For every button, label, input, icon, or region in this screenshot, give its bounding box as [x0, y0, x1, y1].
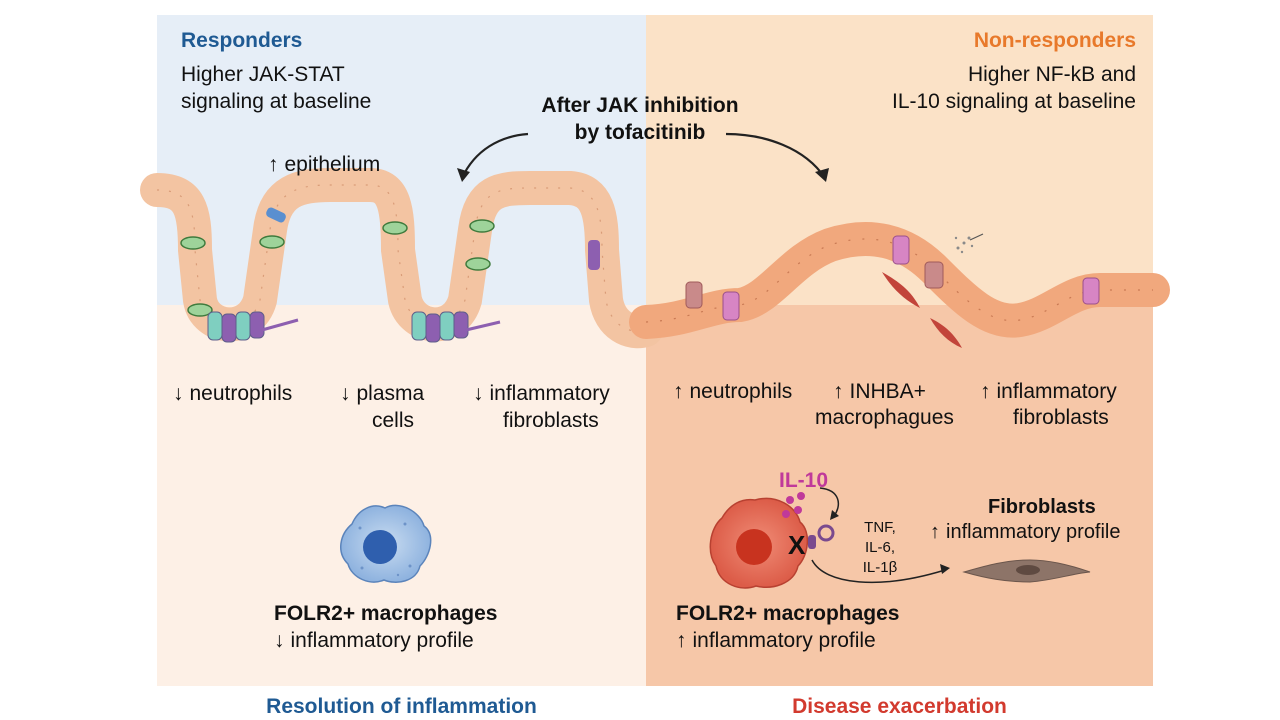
outcome-resolution: Resolution of inflammation	[266, 695, 537, 718]
nonresponders-title: Non-responders	[973, 29, 1136, 52]
left-curved-arrow	[461, 132, 529, 179]
nonresponders-baseline-line1: Higher NF-kB and	[967, 63, 1136, 86]
nonresponder-change-inhba-line1: INHBA+	[833, 378, 926, 405]
responders-panel-bottom	[157, 305, 646, 686]
cytokine-2: IL-6,	[864, 539, 895, 556]
treatment-line1: After JAK inhibition	[541, 94, 739, 117]
infiltrating-fibroblasts	[882, 272, 962, 348]
crypt-base-cells	[207, 311, 469, 343]
responder-change-plasma-line1: plasma	[340, 380, 425, 407]
folr2-macrophage-right	[709, 497, 835, 589]
right-curved-arrow	[725, 132, 826, 179]
responders-title: Responders	[181, 29, 303, 52]
responder-change-fibroblasts-line2: fibroblasts	[503, 409, 599, 432]
cytokine-1: TNF,	[864, 519, 896, 536]
nonresponder-change-fibroblasts-line1: inflammatory	[980, 378, 1117, 405]
responders-baseline-line2: signaling at baseline	[181, 90, 372, 113]
il10-dots	[782, 492, 805, 518]
nonresponders-baseline-line2: IL-10 signaling at baseline	[891, 90, 1136, 113]
intraepithelial-cell	[266, 207, 286, 223]
responder-change-fibroblasts-line1: inflammatory	[473, 380, 610, 407]
right-macrophage-profile: inflammatory profile	[676, 627, 876, 654]
fibroblasts-title: Fibroblasts	[988, 496, 1096, 518]
left-macrophage-profile: inflammatory profile	[274, 627, 474, 654]
epithelium-label: epithelium	[268, 151, 381, 178]
responder-change-neutrophils: neutrophils	[173, 380, 293, 407]
fibroblasts-profile: inflammatory profile	[930, 519, 1121, 546]
outcome-exacerbation: Disease exacerbation	[792, 695, 1007, 718]
block-mark: X	[788, 530, 806, 560]
nonresponder-cells	[685, 235, 1100, 321]
right-macrophage-title: FOLR2+ macrophages	[676, 602, 900, 625]
responders-baseline-line1: Higher JAK-STAT	[181, 63, 345, 86]
nonresponders-panel-bottom	[646, 305, 1153, 686]
nonresponder-change-fibroblasts-line2: fibroblasts	[1013, 406, 1109, 429]
responder-change-plasma-line2: cells	[372, 409, 415, 432]
nonresponder-change-inhba-line2: macrophagues	[815, 406, 954, 429]
bacteria-dots	[954, 236, 974, 254]
treatment-line2: by tofacitinib	[574, 121, 706, 144]
tuft-cell	[588, 240, 600, 270]
cytokine-list: TNF, IL-6, IL-1β	[848, 518, 912, 578]
left-macrophage-title: FOLR2+ macrophages	[274, 602, 498, 625]
il10-label: IL-10	[779, 469, 829, 492]
nonresponder-change-neutrophils: neutrophils	[673, 378, 793, 405]
folr2-macrophage-left	[340, 504, 432, 583]
cytokine-3: IL-1β	[862, 559, 898, 576]
cytokine-arrow	[811, 559, 946, 584]
goblet-cells	[180, 219, 495, 317]
